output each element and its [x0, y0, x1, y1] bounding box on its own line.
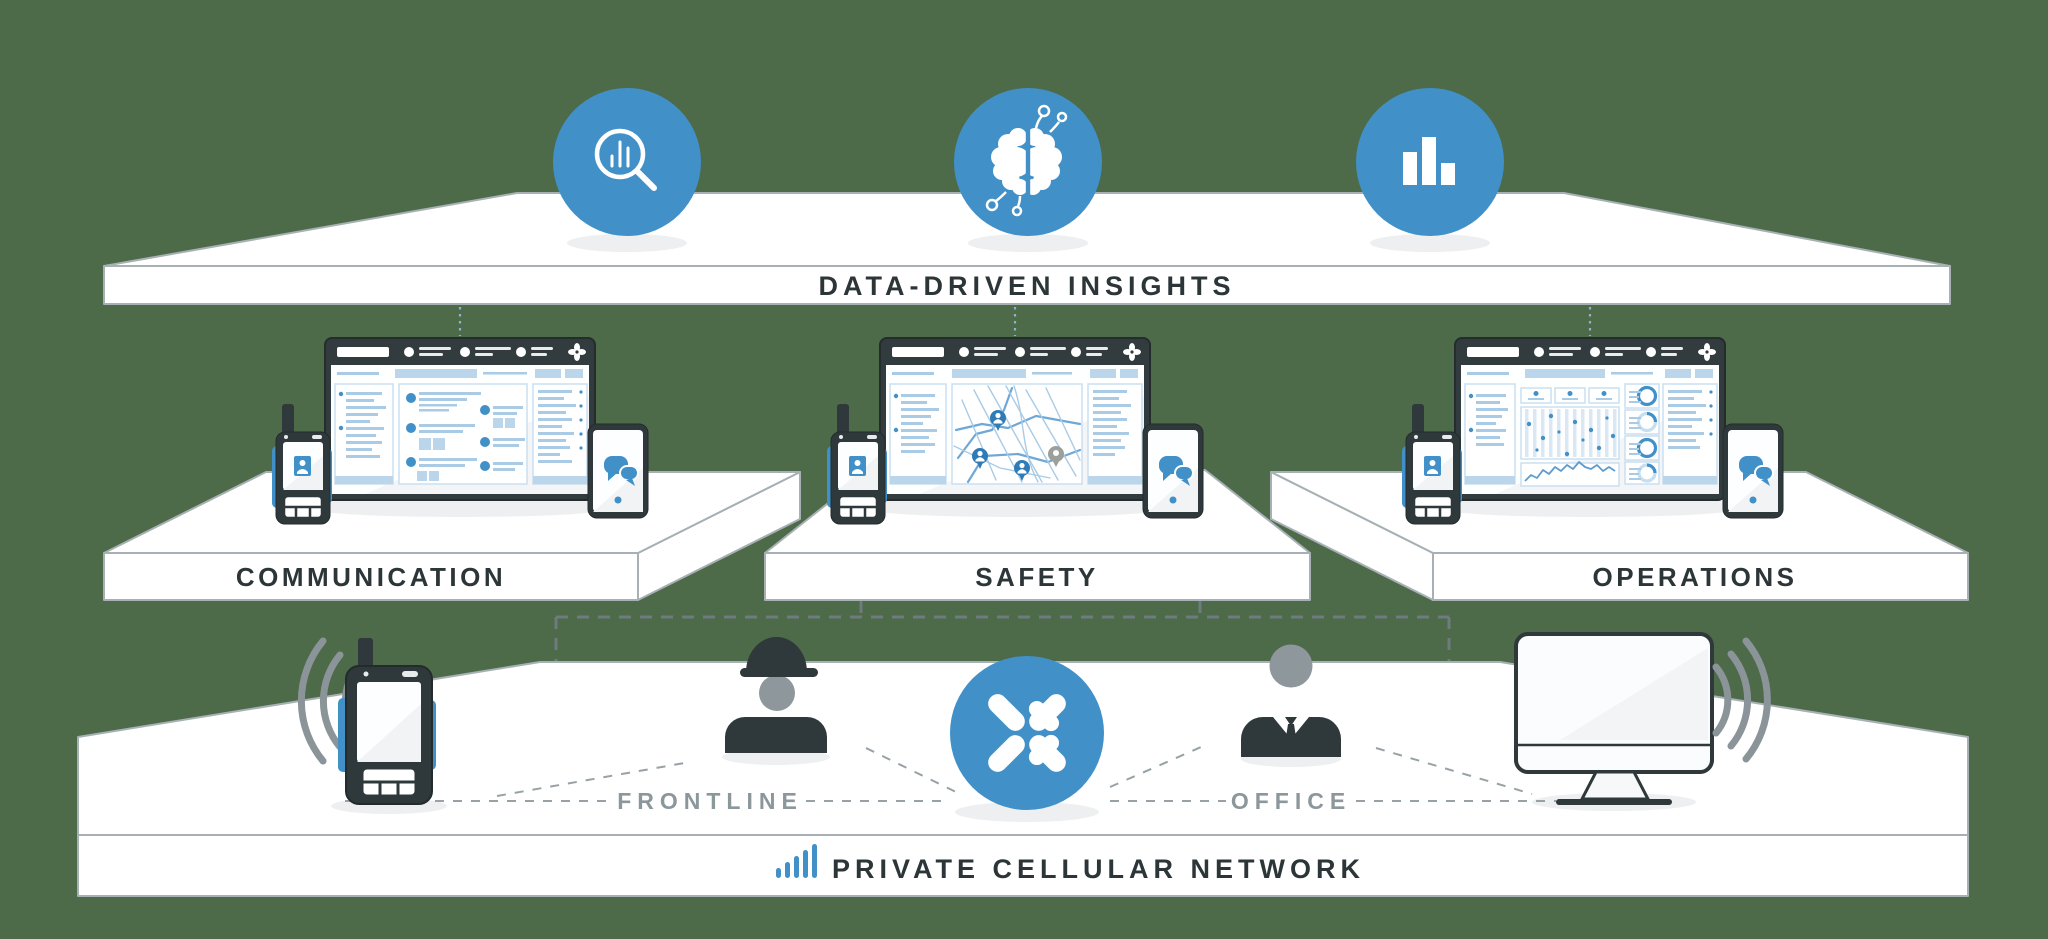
platform-communication: COMMUNICATION: [103, 337, 801, 601]
smartphone: [1722, 423, 1784, 519]
top-to-monitor-connectors: [458, 307, 1592, 336]
bottom-layer-label: PRIVATE CELLULAR NETWORK: [832, 854, 1365, 884]
handheld-radio: [270, 402, 334, 526]
computer-signal-waves-icon: [1712, 637, 1771, 763]
icon-shadow: [1370, 234, 1490, 252]
platform-safety: SAFETY: [764, 337, 1311, 601]
frontline-radio-device: [338, 638, 436, 805]
operations-label: OPERATIONS: [1593, 562, 1798, 592]
communication-monitor: [324, 337, 596, 501]
top-platform-front-face: [103, 265, 1951, 305]
top-layer-label: DATA-DRIVEN INSIGHTS: [819, 271, 1236, 301]
hard-hat-worker-icon: [725, 637, 827, 753]
frontline-label: FRONTLINE: [617, 788, 803, 814]
safety-monitor: [879, 337, 1151, 501]
office-label: OFFICE: [1231, 788, 1351, 814]
bar-chart-icon: [1356, 88, 1504, 236]
operations-monitor: [1454, 337, 1726, 501]
private-cellular-network-banner: PRIVATE CELLULAR NETWORK: [776, 844, 1365, 884]
icon-shadow: [968, 234, 1088, 252]
smartphone: [1142, 423, 1204, 519]
search-analytics-icon: [553, 88, 701, 236]
ai-brain-icon: [954, 88, 1102, 236]
platform-operations: OPERATIONS: [1270, 337, 1969, 601]
handheld-radio: [1400, 402, 1464, 526]
safety-label: SAFETY: [975, 562, 1099, 592]
knot-hub-icon: [950, 656, 1104, 810]
bottom-platform-front-face: [77, 834, 1969, 897]
bottom-platform-private-cellular-network: FRONTLINE OFFICE: [77, 632, 1969, 897]
communication-label: COMMUNICATION: [236, 562, 506, 592]
signal-bars-icon: [776, 844, 817, 878]
smartphone: [587, 423, 649, 519]
top-platform-data-driven-insights: DATA-DRIVEN INSIGHTS: [103, 88, 1951, 305]
handheld-radio: [825, 402, 889, 526]
icon-shadow: [567, 234, 687, 252]
desktop-computer-icon: [1514, 632, 1714, 805]
office-person-icon: [1241, 644, 1341, 757]
